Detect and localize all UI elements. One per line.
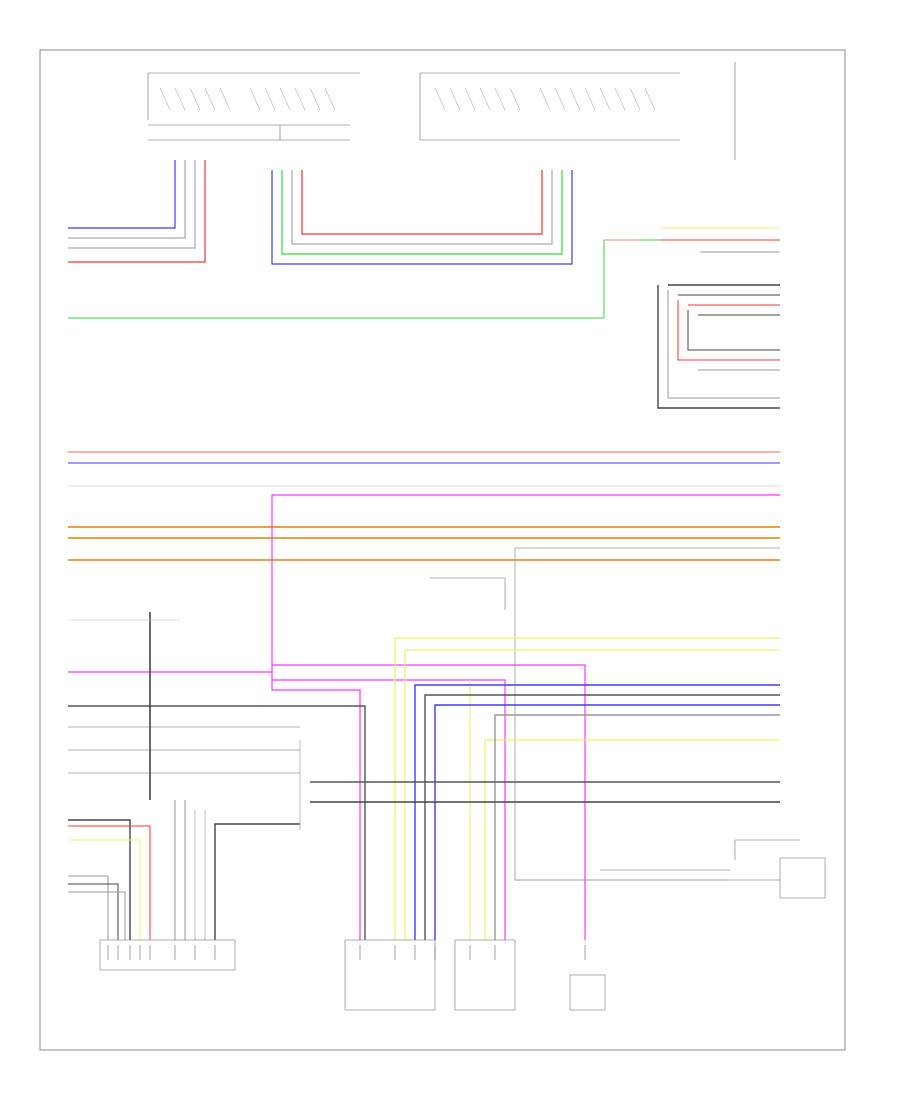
right-upper-component (657, 227, 780, 409)
magenta-wires (68, 494, 780, 940)
component-center-right (454, 939, 516, 1011)
component-lower-right (779, 857, 826, 899)
top-connector-pins (159, 87, 656, 111)
top-right-connector-block (419, 62, 736, 160)
bottom-components (99, 839, 826, 1011)
wire-bundle-top-loop (271, 170, 573, 265)
wire-green-long (68, 239, 660, 319)
bottom-pin-marks (107, 945, 586, 960)
component-right-small (569, 974, 606, 1011)
diagram-frame (39, 49, 846, 1051)
yellow-wires-center (394, 637, 780, 940)
top-left-connector-block (147, 72, 360, 141)
dark-trunk (430, 547, 780, 881)
bottom-left-wires (68, 740, 301, 940)
component-center-left (344, 939, 436, 1011)
component-left (99, 939, 236, 971)
wire-bundle-top-left (68, 160, 206, 263)
long-horizontal-wires (68, 451, 780, 561)
dark-gray-wires-left (68, 612, 780, 940)
blue-wires-center (414, 684, 780, 940)
